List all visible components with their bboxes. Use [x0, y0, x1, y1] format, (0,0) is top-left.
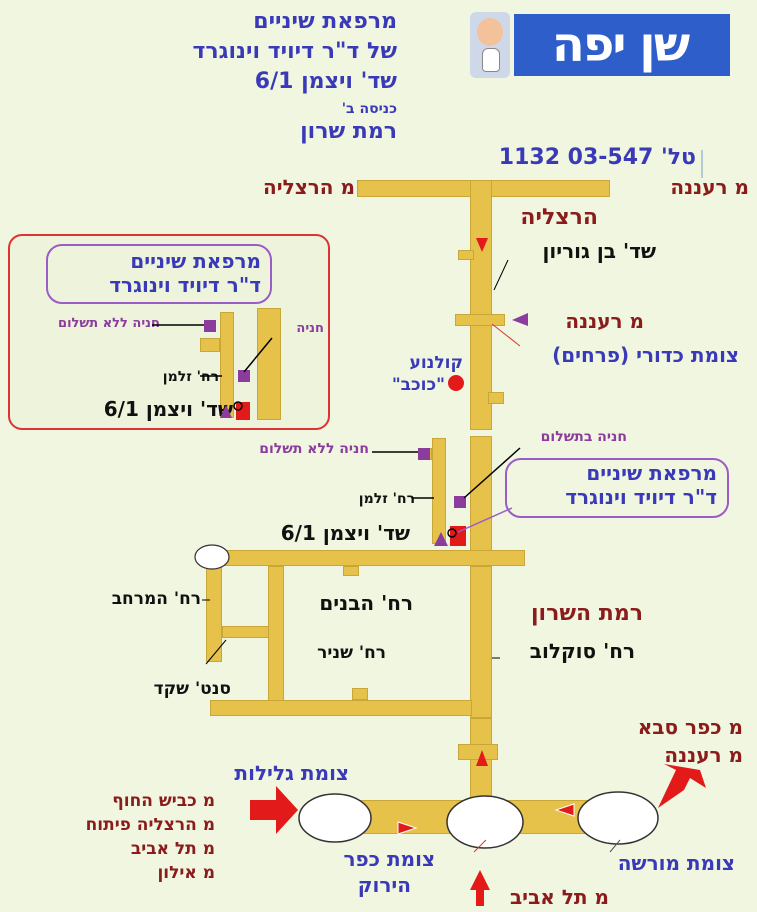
- free-parking-marker: [418, 448, 430, 460]
- label-glilot-junction: צומת גלילות: [234, 761, 349, 785]
- leader-morasha: [609, 839, 621, 853]
- label-kaduri-junction: צומת כדורי (פרחים): [552, 343, 739, 367]
- label-weizmann: שד' ויצמן 6/1: [280, 521, 410, 545]
- road-main-south: [470, 566, 492, 718]
- label-kfar-hayarok-2: הירוק: [357, 873, 411, 897]
- label-cinema: קולנוע: [409, 353, 464, 373]
- leader-ben-gurion: [493, 259, 509, 291]
- label-from-kfar-saba: מ כפר סבא: [637, 715, 743, 739]
- road-merchav: [206, 566, 222, 662]
- paid-parking-marker: [454, 496, 466, 508]
- inset-road-right: [257, 308, 281, 420]
- label-morasha-junction: צומת מורשה: [617, 851, 735, 875]
- logo-mascot-face: [477, 18, 503, 46]
- road-bottom-stub: [352, 688, 368, 700]
- leader-paid-parking: [463, 447, 521, 499]
- label-ramat-hasharon: רמת השרון: [531, 601, 643, 626]
- red-arrow-down-icon: [476, 238, 488, 252]
- label-shaked: סנט' שקד: [153, 679, 231, 699]
- road-bottom-horizontal: [210, 700, 472, 716]
- road-habanim: [268, 566, 284, 706]
- road-stub-benguryon: [458, 250, 474, 260]
- entry-arrow-south-icon: [470, 870, 490, 906]
- weizmann-west-circle: [194, 544, 230, 570]
- label-from-herzliya-pituach: מ הרצליה פיתוח: [85, 815, 215, 835]
- inset-weizmann-label: שד' ויצמן 6/1: [103, 397, 233, 421]
- purple-arrow-left-icon: [512, 313, 528, 326]
- label-habanim: רח' הבנים: [319, 591, 413, 615]
- inset-free-parking-marker: [204, 320, 216, 332]
- label-free-parking: חניה ללא תשלום: [259, 441, 369, 457]
- header-clinic-name: מרפאת שיניים: [253, 9, 397, 34]
- label-clinic-line1: מרפאת שיניים: [586, 461, 717, 485]
- leader-kfar-hayarok: [473, 839, 487, 853]
- label-from-raanana-top: מ רעננה: [670, 175, 749, 199]
- label-from-tel-aviv-bottom: מ תל אביב: [509, 885, 609, 909]
- label-from-tel-aviv-left: מ תל אביב: [130, 839, 215, 859]
- label-herzliya: הרצליה: [520, 205, 598, 230]
- entry-arrow-northeast-icon: [658, 764, 706, 808]
- road-zalman: [432, 438, 446, 544]
- label-from-raanana-mid: מ רעננה: [565, 309, 644, 333]
- label-paid-parking: חניה בתשלום: [540, 429, 627, 445]
- inset-clinic-marker: [236, 402, 250, 420]
- label-shenir: רח' שניר: [317, 643, 386, 663]
- leader-kaduri: [491, 323, 521, 347]
- cinema-kochav-marker: [448, 375, 464, 391]
- inset-zalman-label: רח' זלמן: [162, 369, 219, 385]
- red-arrow-right-icon: [397, 821, 418, 835]
- label-zalman: רח' זלמן: [358, 491, 415, 507]
- road-weizmann-stub: [343, 566, 359, 576]
- header-entrance: כניסה ב': [341, 101, 397, 117]
- road-main-lower: [470, 718, 492, 818]
- inset-road-left: [220, 312, 234, 418]
- label-ben-gurion: שד' בן גוריון: [542, 239, 657, 263]
- road-lower-stub: [458, 744, 498, 760]
- purple-arrow-up-icon: [434, 532, 448, 546]
- header-doctor-name: של ד"ר דיויד וינוגרד: [192, 39, 397, 64]
- label-from-ilan: מ אילון: [157, 863, 215, 883]
- morasha-junction-circle: [577, 791, 659, 845]
- label-from-herzliya: מ הרצליה: [262, 175, 355, 199]
- label-from-raanana-bottom: מ רעננה: [664, 743, 743, 767]
- label-merchav: רח' המרחב: [111, 589, 201, 609]
- label-clinic-line2: ד"ר דיויד וינוגרד: [565, 485, 717, 509]
- road-stub-kochav: [488, 392, 504, 404]
- inset-clinic-callout: [46, 244, 272, 304]
- header-city: רמת שרון: [300, 119, 397, 144]
- inset-clinic-line1: מרפאת שיניים: [130, 249, 261, 273]
- red-arrow-left-icon: [554, 803, 575, 817]
- clinic-callout: [505, 458, 729, 518]
- red-arrow-up-icon: [476, 750, 488, 766]
- inset-free-parking-label: חניה ללא תשלום: [58, 316, 160, 331]
- inset-road-stub: [200, 338, 220, 352]
- header-address: שד' ויצמן 6/1: [254, 69, 397, 94]
- leader-clinic: [457, 507, 513, 533]
- label-kochav: "כוכב": [391, 375, 445, 395]
- road-shaked: [222, 626, 270, 638]
- inset-parking-marker: [238, 370, 250, 382]
- logo-text: שן יפה: [551, 17, 690, 73]
- road-stub-kaduri: [455, 314, 505, 326]
- label-kfar-hayarok-1: צומת כפר: [343, 847, 435, 871]
- label-from-coastal: מ כביש החוף: [112, 791, 215, 811]
- road-weizmann: [200, 550, 525, 566]
- road-main-north: [470, 180, 492, 430]
- logo-banner: [514, 14, 730, 76]
- logo-mascot-tooth: [482, 48, 500, 72]
- label-sokolov: רח' סוקלוב: [529, 639, 635, 663]
- inset-purple-arrow-up-icon: [220, 405, 232, 418]
- entry-arrow-west-icon: [250, 786, 298, 834]
- glilot-junction-circle: [298, 793, 372, 843]
- inset-clinic-entrance-dot: [233, 401, 243, 411]
- kfar-hayarok-junction-circle: [446, 795, 524, 849]
- leader-shaked: [205, 639, 227, 665]
- header-phone: טל' 03-547 1132: [498, 145, 696, 170]
- inset-parking-label: חניה: [296, 321, 324, 336]
- clinic-entrance-dot: [447, 528, 457, 538]
- leader-inset-parking: [243, 337, 273, 373]
- inset-clinic-line2: ד"ר דיויד וינוגרד: [109, 273, 261, 297]
